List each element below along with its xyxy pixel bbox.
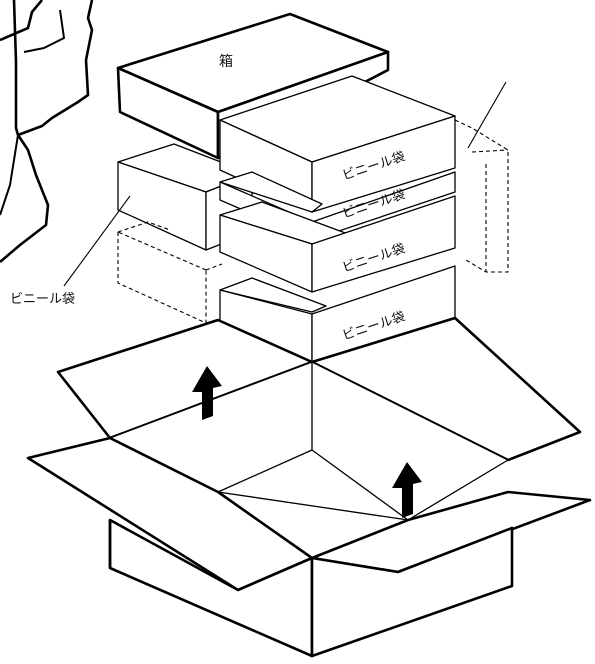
- stacked-box-4: [219, 265, 456, 363]
- stacked-box-3: [219, 195, 456, 293]
- label-left-bag: ビニール袋: [10, 292, 75, 307]
- label-top-box: 箱: [219, 54, 233, 70]
- lift-arrow-left: [192, 366, 222, 420]
- lift-arrow-right: [392, 462, 422, 518]
- leader-lines: [63, 81, 507, 287]
- stacked-box-1: [219, 75, 456, 213]
- background-object-left: [0, 0, 94, 263]
- right-bag-outline: [454, 119, 509, 273]
- open-carton: [26, 316, 592, 658]
